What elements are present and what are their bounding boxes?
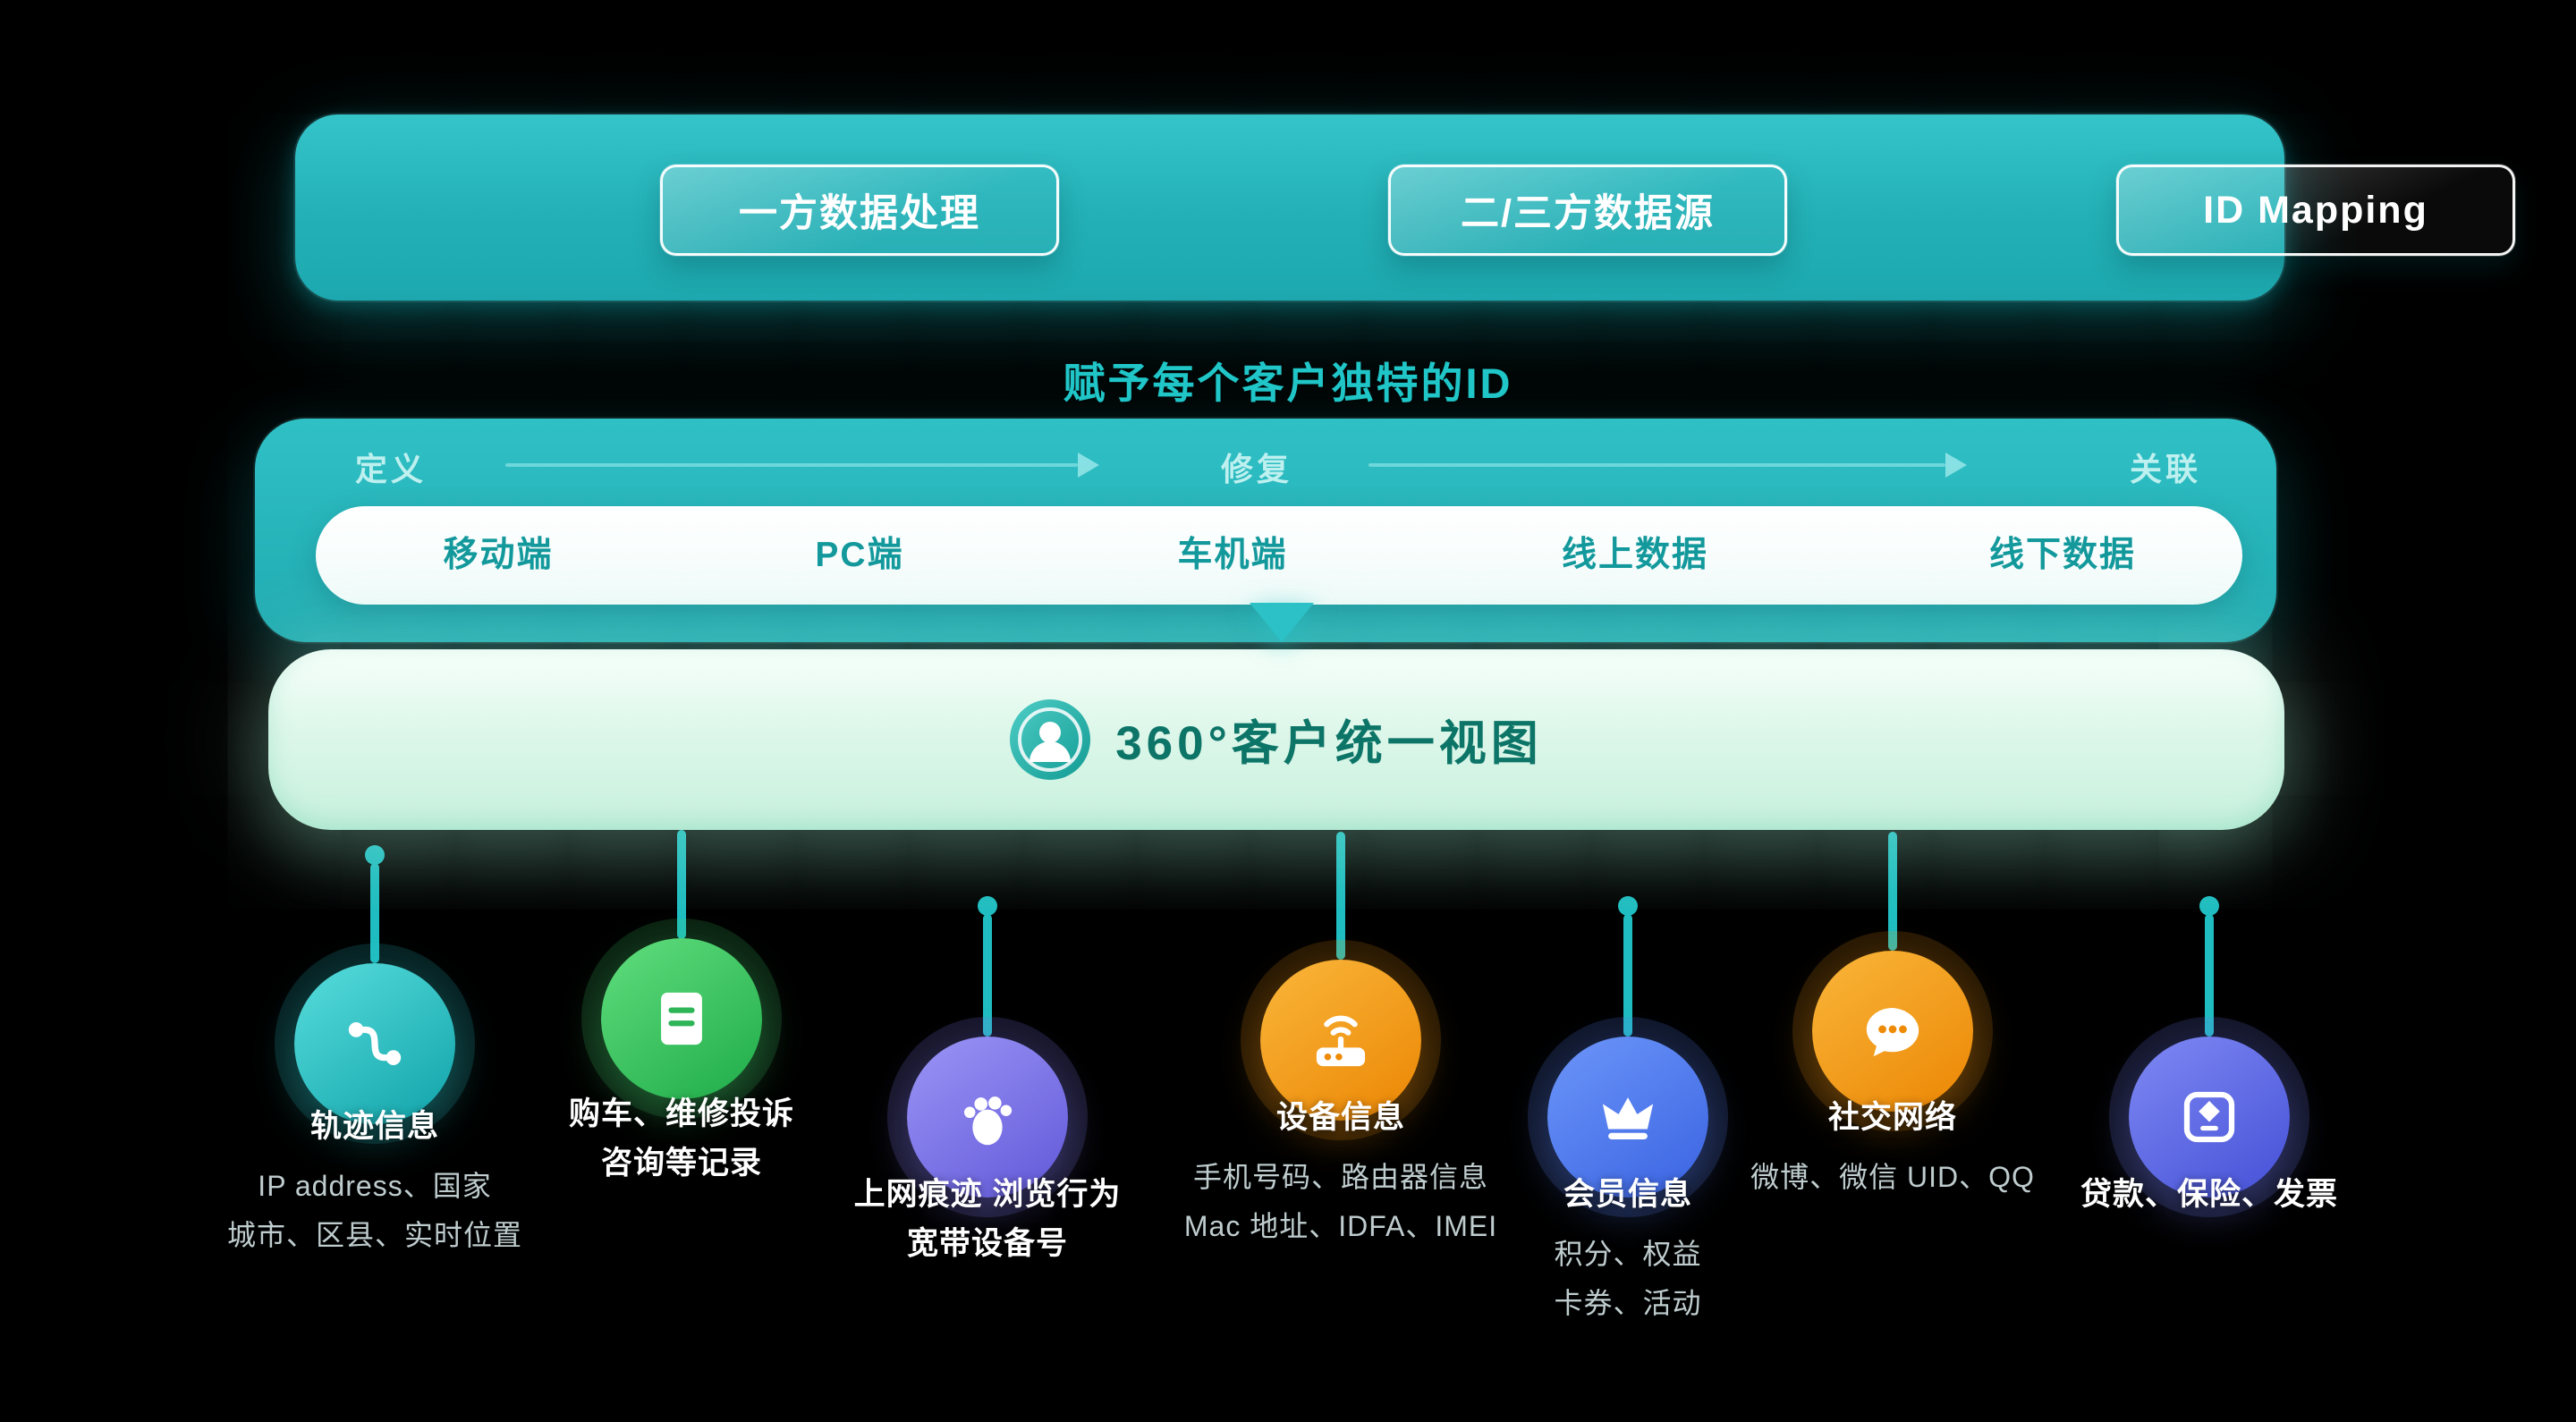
invoice-icon [2183, 1091, 2235, 1143]
source-desc: 手机号码、路由器信息 Mac 地址、IDFA、IMEI [1183, 1161, 1498, 1242]
crown-icon [1602, 1097, 1654, 1139]
channel-pc-label: PC端 [815, 536, 904, 574]
source-label-trajectory: 轨迹信息 IP address、国家 城市、区县、实时位置 [124, 1102, 625, 1260]
unified-view-label: 360°客户统一视图 [1115, 717, 1543, 770]
channel-bar: 移动端 PC端 车机端 线上数据 线下数据 [316, 506, 2242, 605]
stage-define-label: 定义 [354, 451, 428, 487]
source-title: 咨询等记录 [600, 1146, 762, 1181]
channel-offline-data-label: 线下数据 [1988, 536, 2137, 574]
source-label-finance: 贷款、保险、发票 [1959, 1170, 2460, 1230]
connector-line [1336, 832, 1345, 960]
first-party-data-button[interactable]: 一方数据处理 [660, 165, 1059, 256]
source-label-web-traces: 上网痕迹 浏览行为 宽带设备号 [737, 1170, 1238, 1279]
channel-car-label: 车机端 [1177, 536, 1288, 574]
source-desc: 微博、微信 UID、QQ [1750, 1161, 2035, 1193]
unified-view-bar: 360°客户统一视图 [268, 649, 2284, 830]
unique-id-heading: 赋予每个客户独特的ID [1063, 360, 1513, 407]
source-circle-trajectory [294, 963, 455, 1124]
source-title: 宽带设备号 [906, 1226, 1068, 1261]
document-icon [661, 992, 702, 1045]
stage-associate-label: 关联 [2129, 451, 2202, 487]
source-label-records: 购车、维修投诉 咨询等记录 [431, 1089, 932, 1198]
source-label-social: 社交网络 微博、微信 UID、QQ [1642, 1093, 2143, 1202]
down-arrow-icon [1250, 603, 1314, 642]
source-label-member: 会员信息 积分、权益 卡券、活动 [1377, 1170, 1878, 1328]
person-icon [1010, 699, 1091, 780]
arrow-right-icon [1368, 453, 1967, 478]
source-title: 设备信息 [1275, 1100, 1405, 1135]
source-desc: IP address、国家 城市、区县、实时位置 [226, 1170, 522, 1251]
source-label-device: 设备信息 手机号码、路由器信息 Mac 地址、IDFA、IMEI [1090, 1093, 1591, 1251]
arrow-right-icon [505, 453, 1099, 478]
channel-online-data-label: 线上数据 [1561, 536, 1709, 574]
route-icon [348, 1022, 402, 1065]
source-circle-device [1260, 960, 1421, 1121]
source-circle-records [601, 938, 762, 1099]
router-icon [1316, 1015, 1366, 1067]
source-title: 社交网络 [1827, 1100, 1957, 1135]
source-title: 贷款、保险、发票 [2080, 1177, 2338, 1212]
source-title: 上网痕迹 浏览行为 [853, 1177, 1122, 1212]
connector-line [677, 830, 686, 939]
chat-icon [1866, 1007, 1919, 1057]
connector-line [978, 896, 997, 1037]
connector-line [2199, 896, 2219, 1037]
source-title: 购车、维修投诉 [568, 1096, 794, 1131]
source-circle-social [1812, 951, 1973, 1112]
connector-line [365, 845, 385, 963]
data-pipeline-banner: 一方数据处理 二/三方数据源 ID Mapping [295, 114, 2515, 300]
source-circle-member [1547, 1037, 1708, 1198]
footprint-icon [963, 1096, 1013, 1146]
source-circle-web-traces [907, 1037, 1068, 1198]
source-circle-finance [2129, 1037, 2290, 1198]
source-title: 会员信息 [1563, 1177, 1692, 1212]
source-desc: 积分、权益 卡券、活动 [1554, 1238, 1702, 1319]
channel-mobile-label: 移动端 [443, 536, 554, 574]
source-title: 轨迹信息 [309, 1109, 439, 1144]
connector-line [1888, 832, 1897, 951]
id-mapping-button[interactable]: ID Mapping [2116, 165, 2515, 256]
second-third-party-data-button[interactable]: 二/三方数据源 [1388, 165, 1787, 256]
connector-line [1618, 896, 1638, 1037]
stage-repair-label: 修复 [1220, 451, 1293, 487]
